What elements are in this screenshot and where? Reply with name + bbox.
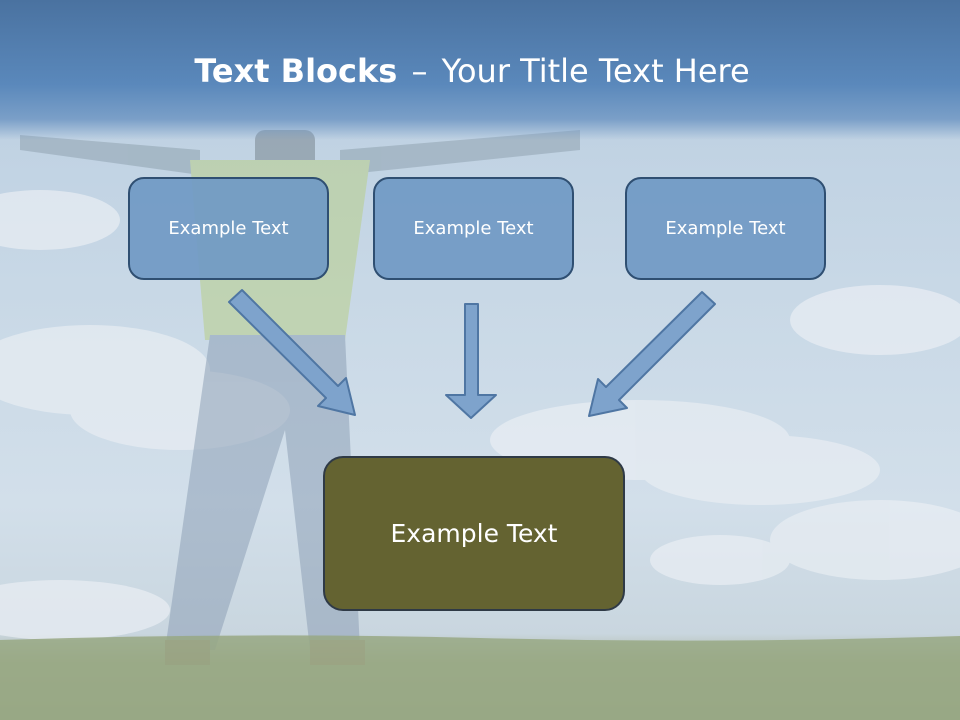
slide-title: Text Blocks – Your Title Text Here <box>0 52 944 90</box>
arrow-center <box>445 303 497 419</box>
arrow-left <box>228 289 356 416</box>
title-dash: – <box>411 52 428 90</box>
text-block-2[interactable]: Example Text <box>373 177 574 280</box>
title-bold: Text Blocks <box>194 52 398 90</box>
main-text-block[interactable]: Example Text <box>323 456 625 611</box>
main-text-block-label: Example Text <box>390 519 558 548</box>
header-band <box>0 0 960 140</box>
text-block-3-label: Example Text <box>665 218 786 239</box>
text-block-3[interactable]: Example Text <box>625 177 826 280</box>
text-block-1[interactable]: Example Text <box>128 177 329 280</box>
title-rest: Your Title Text Here <box>441 52 750 90</box>
text-block-1-label: Example Text <box>168 218 289 239</box>
text-block-2-label: Example Text <box>413 218 534 239</box>
arrow-right <box>588 291 716 417</box>
